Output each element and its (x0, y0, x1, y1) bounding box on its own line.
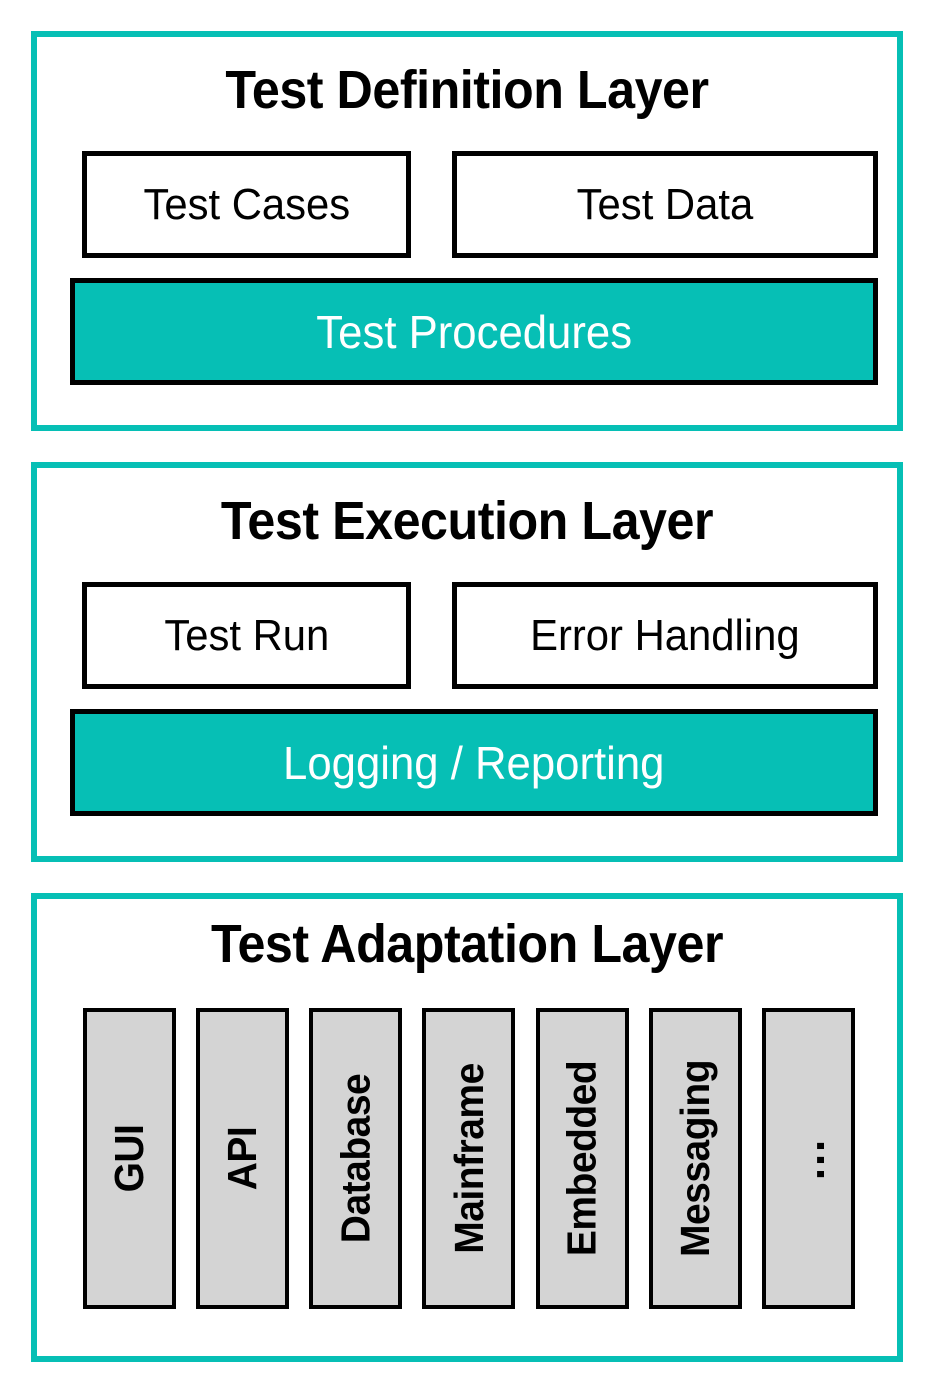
adaptation-column-group: GUI API Database Mainframe Embedded Mess… (83, 1008, 855, 1309)
layer-title-test-execution: Test Execution Layer (220, 491, 714, 551)
box-label-test-run: Test Run (164, 610, 329, 660)
layer-title-test-adaptation: Test Adaptation Layer (210, 914, 724, 974)
adaptation-column-api: API (196, 1008, 290, 1309)
adaptation-column-embedded: Embedded (535, 1008, 629, 1309)
adaptation-column-database: Database (309, 1008, 403, 1309)
box-label-test-data: Test Data (576, 179, 754, 229)
adaptation-column-messaging: Messaging (648, 1008, 742, 1309)
layer-title-test-definition: Test Definition Layer (225, 60, 709, 120)
adaptation-column-gui: GUI (83, 1008, 176, 1309)
adaptation-column-label-more: ... (782, 1137, 835, 1180)
adaptation-column-label-api: API (219, 1126, 266, 1191)
adaptation-column-label-database: Database (332, 1073, 379, 1244)
adaptation-column-mainframe: Mainframe (422, 1008, 516, 1309)
box-test-data: Test Data (452, 151, 878, 258)
adaptation-column-label-embedded: Embedded (558, 1060, 605, 1257)
box-test-cases: Test Cases (82, 151, 411, 258)
layer-test-adaptation: Test Adaptation Layer GUI API Database M… (31, 893, 903, 1362)
box-label-logging-reporting: Logging / Reporting (283, 736, 665, 789)
adaptation-column-more: ... (761, 1008, 855, 1309)
adaptation-column-label-gui: GUI (106, 1124, 152, 1193)
adaptation-column-label-mainframe: Mainframe (445, 1063, 492, 1254)
box-test-procedures: Test Procedures (70, 278, 878, 385)
box-label-test-cases: Test Cases (143, 179, 350, 229)
box-test-run: Test Run (82, 582, 411, 689)
layer-test-execution: Test Execution Layer Test Run Error Hand… (31, 462, 903, 862)
box-logging-reporting: Logging / Reporting (70, 709, 878, 816)
box-error-handling: Error Handling (452, 582, 878, 689)
layer-test-definition: Test Definition Layer Test Cases Test Da… (31, 31, 903, 431)
box-label-test-procedures: Test Procedures (316, 305, 632, 358)
box-label-error-handling: Error Handling (530, 610, 800, 660)
adaptation-column-label-messaging: Messaging (671, 1059, 718, 1258)
